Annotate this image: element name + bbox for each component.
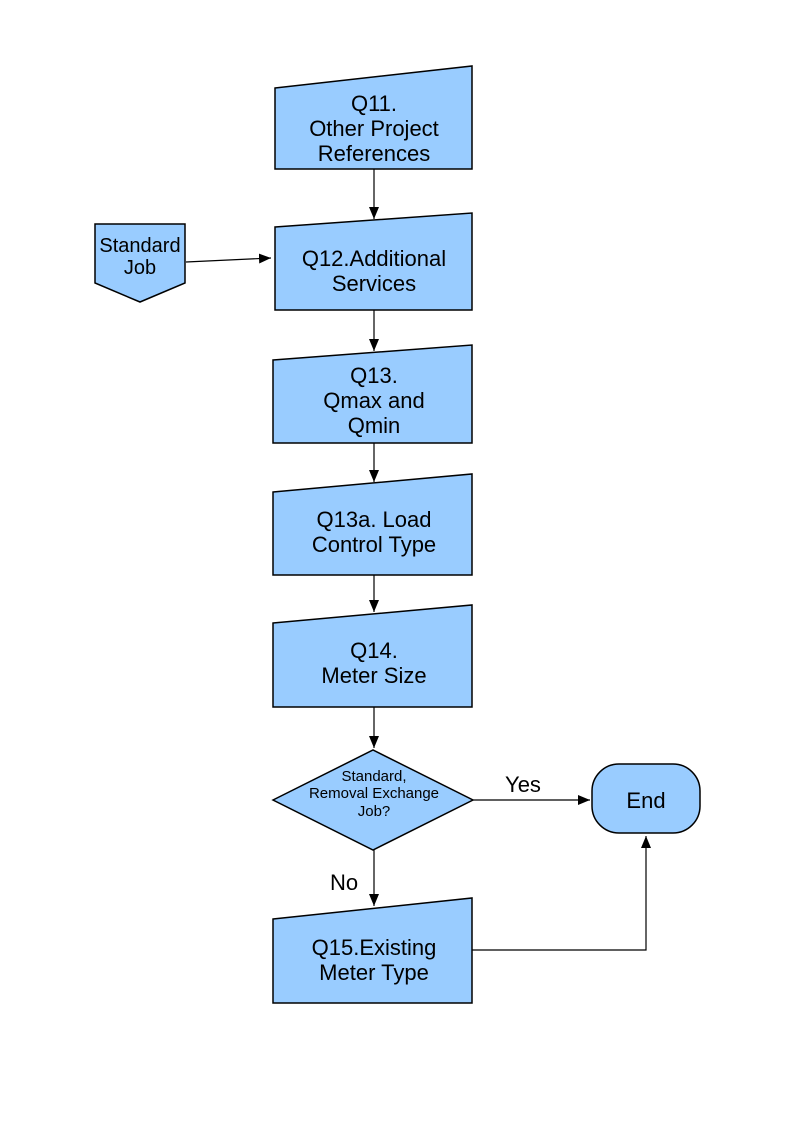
node-q13a-label: Control Type — [312, 532, 436, 557]
node-q11-shape — [274, 65, 473, 170]
node-q13-label: Qmin — [348, 413, 401, 438]
node-standard-job-label: Standard — [99, 235, 180, 257]
node-decision-label: Standard, — [341, 768, 406, 785]
edges — [185, 169, 651, 951]
node-q13a: Q13a. Load Control Type — [272, 473, 473, 576]
edge-q15-end — [472, 836, 651, 951]
node-q13a-label: Q13a. Load — [317, 507, 432, 532]
node-standard-job-shape — [94, 223, 186, 303]
node-q11-label: References — [318, 141, 431, 166]
edge-label-yes: Yes — [505, 772, 541, 797]
node-q14-shape — [272, 604, 473, 708]
node-q15-shape — [272, 897, 473, 1004]
node-q12-label: Q12.Additional — [302, 246, 446, 271]
node-decision: Standard, Removal Exchange Job? — [271, 749, 475, 851]
node-q12: Q12.Additional Services — [274, 212, 473, 311]
node-q13-shape — [272, 344, 473, 444]
node-q11: Q11. Other Project References — [274, 65, 473, 170]
node-standard-job: Standard Job — [94, 223, 186, 303]
node-q11-label: Q11. — [351, 91, 397, 116]
node-decision-label: Job? — [358, 803, 391, 820]
node-end-shape — [591, 763, 701, 834]
node-q14-label: Meter Size — [321, 663, 426, 688]
node-q15-label: Q15.Existing — [312, 935, 437, 960]
node-q12-label: Services — [332, 271, 416, 296]
node-end-label: End — [626, 788, 665, 813]
node-q14-label: Q14. — [350, 638, 398, 663]
node-decision-label: Removal Exchange — [309, 785, 439, 802]
node-q15-label: Meter Type — [319, 960, 429, 985]
node-q13: Q13. Qmax and Qmin — [272, 344, 473, 444]
node-q12-shape — [274, 212, 473, 311]
edge-label-no: No — [330, 870, 358, 895]
node-q13-label: Qmax and — [323, 388, 425, 413]
node-q14: Q14. Meter Size — [272, 604, 473, 708]
node-q13-label: Q13. — [350, 363, 398, 388]
node-q13a-shape — [272, 473, 473, 576]
edge-standardjob-q12 — [185, 253, 272, 264]
node-end: End — [591, 763, 701, 834]
node-q11-label: Other Project — [309, 116, 439, 141]
node-standard-job-label: Job — [124, 257, 156, 279]
node-q15: Q15.Existing Meter Type — [272, 897, 473, 1004]
node-decision-shape — [271, 749, 475, 851]
